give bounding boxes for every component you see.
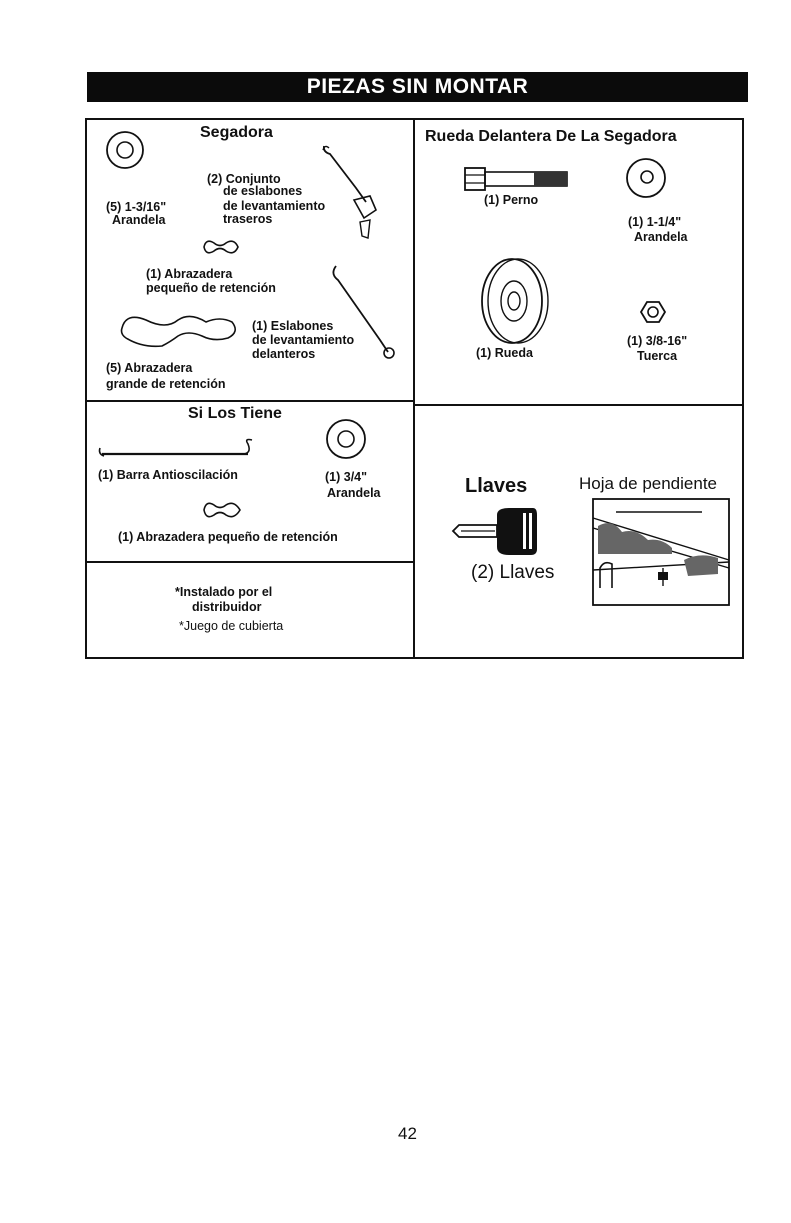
rear-lift-link-icon <box>322 145 377 239</box>
llaves-heading: Llaves <box>465 475 528 497</box>
wheel-label: (1) Rueda <box>476 346 533 360</box>
page-title-banner: PIEZAS SIN MONTAR <box>87 72 748 102</box>
small-clip-line2: pequeño de retención <box>146 281 276 295</box>
rueda-heading: Rueda Delantera De La Segadora <box>425 128 677 145</box>
llaves-label: (2) Llaves <box>471 562 555 583</box>
rueda-washer-name: Arandela <box>634 230 688 244</box>
segadora-washer-qty: (5) 1-3/16" <box>106 200 167 214</box>
segadora-heading: Segadora <box>200 124 273 141</box>
si-los-tiene-heading: Si Los Tiene <box>188 405 282 422</box>
row-divider-left-1 <box>85 400 415 402</box>
key-icon <box>451 508 537 555</box>
page-number: 42 <box>398 1124 417 1143</box>
small-retaining-clip-icon <box>203 502 241 518</box>
distribuidor-line3: *Juego de cubierta <box>179 619 284 633</box>
slope-sheet-icon <box>592 498 730 606</box>
pendiente-heading: Hoja de pendiente <box>579 474 718 493</box>
washer-icon <box>326 419 366 459</box>
bar-label: (1) Barra Antioscilación <box>98 468 238 482</box>
rear-links-line2: de eslabones <box>223 184 303 198</box>
washer-icon <box>626 158 666 198</box>
rear-links-line1: (2) Conjunto <box>207 172 281 186</box>
si-washer-qty: (1) 3/4" <box>325 470 368 484</box>
large-clip-line2: grande de retención <box>106 377 226 391</box>
column-divider <box>413 118 415 659</box>
washer-icon <box>106 131 144 169</box>
nut-icon <box>639 301 667 323</box>
si-washer-name: Arandela <box>327 486 381 500</box>
nut-qty: (1) 3/8-16" <box>627 334 688 348</box>
large-clip-line1: (5) Abrazadera <box>106 361 193 375</box>
front-links-line3: delanteros <box>252 347 316 361</box>
anti-sway-bar-icon <box>98 438 253 457</box>
page-title: PIEZAS SIN MONTAR <box>306 75 529 98</box>
bolt-label: (1) Perno <box>484 193 539 207</box>
bolt-icon <box>464 167 568 191</box>
large-retaining-clip-icon <box>120 315 236 348</box>
segadora-washer-name: Arandela <box>112 213 166 227</box>
front-lift-link-icon <box>332 265 395 359</box>
distribuidor-line2: distribuidor <box>192 600 262 614</box>
front-links-line1: (1) Eslabones <box>252 319 334 333</box>
front-links-line2: de levantamiento <box>252 333 355 347</box>
rear-links-line3: de levantamiento <box>223 199 326 213</box>
si-clip-label: (1) Abrazadera pequeño de retención <box>118 530 338 544</box>
rear-links-line4: traseros <box>223 212 273 226</box>
row-divider-right-1 <box>413 404 744 406</box>
nut-name: Tuerca <box>637 349 678 363</box>
small-retaining-clip-icon <box>203 240 239 254</box>
small-clip-line1: (1) Abrazadera <box>146 267 233 281</box>
distribuidor-line1: *Instalado por el <box>175 585 273 599</box>
rueda-washer-qty: (1) 1-1/4" <box>628 215 682 229</box>
wheel-icon <box>481 258 549 344</box>
row-divider-left-2 <box>85 561 415 563</box>
